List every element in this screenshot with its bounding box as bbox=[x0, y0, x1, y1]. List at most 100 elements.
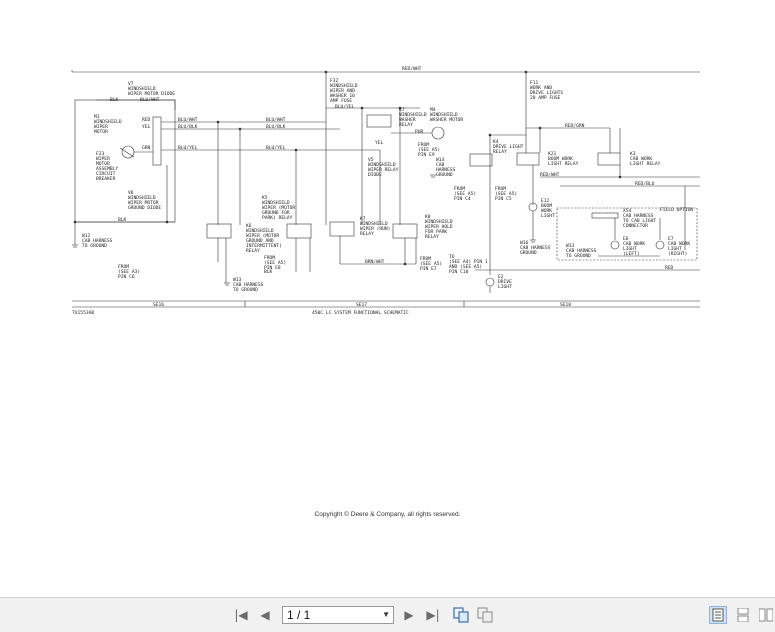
svg-text:WIPER (MOTOR: WIPER (MOTOR bbox=[246, 233, 279, 239]
svg-text:GROUND DIODE: GROUND DIODE bbox=[128, 205, 161, 211]
svg-text:FIELD OPTION: FIELD OPTION bbox=[660, 207, 693, 213]
document-page: RED/WHT BLK BLU/WHT BLU/WHT BLU/WHT BLU/… bbox=[71, 66, 700, 518]
component-k7-run: K7 WINDSHIELD WIPER (RUN) RELAY bbox=[360, 216, 390, 237]
svg-text:RELAY: RELAY bbox=[493, 149, 507, 155]
wire-label: YEL bbox=[375, 140, 384, 146]
svg-text:PIN E7: PIN E7 bbox=[420, 266, 437, 272]
section-label: SE18 bbox=[560, 302, 571, 308]
svg-text:V5: V5 bbox=[368, 157, 374, 163]
svg-text:WINDSHIELD: WINDSHIELD bbox=[246, 228, 274, 234]
svg-text:DRIVE LIGHTS: DRIVE LIGHTS bbox=[530, 90, 563, 96]
svg-text:20 AMP FUSE: 20 AMP FUSE bbox=[530, 95, 561, 101]
svg-text:WINDSHIELD: WINDSHIELD bbox=[399, 112, 427, 118]
svg-text:WINDSHIELD: WINDSHIELD bbox=[430, 112, 458, 118]
svg-text:CAB WORK: CAB WORK bbox=[630, 156, 652, 162]
component-k5: K5 WINDSHIELD WIPER (MOTOR GROUND FOR PA… bbox=[262, 195, 295, 221]
svg-text:F11: F11 bbox=[530, 80, 539, 86]
svg-text:WINDSHIELD: WINDSHIELD bbox=[330, 83, 358, 89]
fit-width-icon[interactable] bbox=[476, 606, 494, 624]
fit-page-icon[interactable] bbox=[452, 606, 470, 624]
wire-label: BLK bbox=[110, 97, 119, 103]
svg-text:E7: E7 bbox=[668, 236, 674, 242]
figure-id: TX1553AB bbox=[72, 310, 94, 316]
svg-text:RELAY: RELAY bbox=[360, 231, 374, 237]
svg-text:F23: F23 bbox=[96, 151, 105, 157]
svg-text:K8: K8 bbox=[425, 214, 431, 220]
svg-text:WINDSHIELD: WINDSHIELD bbox=[128, 195, 156, 201]
chevron-down-icon: ▼ bbox=[382, 610, 390, 619]
svg-text:WIPER MOTOR DIODE: WIPER MOTOR DIODE bbox=[128, 91, 175, 97]
svg-text:M4: M4 bbox=[430, 107, 436, 113]
component-m1: M1 WINDSHIELD WIPER MOTOR bbox=[94, 114, 122, 135]
component-e2: E2 DRIVE LIGHT bbox=[498, 274, 512, 290]
svg-text:FOR PARK: FOR PARK bbox=[425, 229, 447, 235]
component-f32: F32 WINDSHIELD WIPER AND WASHER 10 AMP F… bbox=[330, 78, 358, 104]
facing-view-icon[interactable] bbox=[757, 606, 775, 624]
svg-text:CAB HARNESS: CAB HARNESS bbox=[233, 282, 264, 288]
svg-text:WINDSHIELD: WINDSHIELD bbox=[94, 119, 122, 125]
svg-text:INTERMITTENT): INTERMITTENT) bbox=[246, 243, 282, 249]
svg-text:GROUND: GROUND bbox=[436, 172, 453, 178]
svg-text:WINDSHIELD: WINDSHIELD bbox=[262, 200, 290, 206]
first-page-icon[interactable]: |◀ bbox=[234, 608, 248, 622]
wire-label: BRN/WHT bbox=[365, 259, 385, 265]
svg-text:W16: W16 bbox=[520, 240, 529, 246]
svg-text:TO GROUND: TO GROUND bbox=[566, 253, 591, 259]
previous-page-icon[interactable]: ◀ bbox=[260, 608, 270, 622]
svg-text:(RIGHT): (RIGHT) bbox=[668, 251, 687, 257]
component-k3: K3 CAB WORK LIGHT RELAY bbox=[630, 151, 661, 167]
component-k6: K6 WINDSHIELD WIPER (MOTOR GROUND AND IN… bbox=[246, 223, 282, 254]
svg-text:PIN C6: PIN C6 bbox=[118, 274, 135, 280]
svg-text:TO: TO bbox=[449, 254, 455, 260]
svg-text:PIN E8: PIN E8 bbox=[264, 265, 281, 271]
svg-text:CAB WORK: CAB WORK bbox=[668, 241, 690, 247]
component-k7-washer: K7 WINDSHIELD WASHER RELAY bbox=[399, 107, 427, 128]
component-field-option: FIELD OPTION bbox=[660, 207, 693, 213]
svg-text:CAB: CAB bbox=[436, 162, 445, 168]
wire-label: BLU/WHT bbox=[178, 117, 198, 123]
component-f23: F23 WIPER MOTOR ASSEMBLY CIRCUIT BREAKER bbox=[96, 151, 118, 182]
svg-text:WIPER MOTOR: WIPER MOTOR bbox=[128, 200, 159, 206]
wire-label: BLU/BLK bbox=[178, 124, 198, 130]
svg-text:CIRCUIT: CIRCUIT bbox=[96, 171, 116, 177]
component-e12: E12 BOOM WORK LIGHT bbox=[541, 198, 555, 219]
svg-text:LIGHT: LIGHT bbox=[498, 284, 512, 290]
wire-label: BLU/YEL bbox=[178, 145, 198, 151]
svg-text:K7: K7 bbox=[360, 216, 366, 222]
next-page-icon[interactable]: ▶ bbox=[404, 608, 414, 622]
svg-text:WIPER AND: WIPER AND bbox=[330, 88, 355, 94]
svg-text:V7: V7 bbox=[128, 81, 134, 87]
component-w16: W16 CAB HARNESS GROUND bbox=[520, 240, 551, 256]
wire-label: BLU/WHT bbox=[140, 97, 160, 103]
svg-text:RELAY: RELAY bbox=[246, 248, 260, 254]
svg-text:WORK AND: WORK AND bbox=[530, 85, 552, 91]
continuous-view-icon[interactable] bbox=[734, 606, 752, 624]
wire-label: BLK bbox=[118, 217, 127, 223]
page-number-value: 1 / 1 bbox=[287, 608, 311, 622]
component-w12: W12 CAB HARNESS TO GROUND bbox=[82, 233, 113, 249]
svg-text:V6: V6 bbox=[128, 190, 134, 196]
component-from-a5-c4: FROM (SEE A5) PIN C4 bbox=[454, 186, 476, 202]
svg-text:M1: M1 bbox=[94, 114, 100, 120]
svg-text:(LEFT): (LEFT) bbox=[623, 251, 640, 257]
svg-text:GROUND FOR: GROUND FOR bbox=[262, 210, 290, 216]
single-page-view-icon[interactable] bbox=[709, 606, 727, 624]
page-number-select[interactable]: 1 / 1 ▼ bbox=[282, 606, 394, 624]
svg-text:LIGHT RELAY: LIGHT RELAY bbox=[548, 161, 579, 167]
svg-text:E12: E12 bbox=[541, 198, 550, 204]
svg-text:LIGHT: LIGHT bbox=[623, 246, 637, 252]
svg-text:K3: K3 bbox=[630, 151, 636, 157]
svg-text:PIN C10: PIN C10 bbox=[449, 269, 469, 275]
component-v7: V7 WINDSHIELD WIPER MOTOR DIODE bbox=[128, 81, 175, 97]
svg-text:CAB HARNESS: CAB HARNESS bbox=[82, 238, 113, 244]
wire-label: BLU/YEL bbox=[335, 104, 355, 110]
component-x54: X54 CAB HARNESS TO CAB LIGHT CONNECTOR bbox=[623, 208, 656, 229]
svg-text:RELAY: RELAY bbox=[399, 122, 413, 128]
svg-text:W12: W12 bbox=[82, 233, 91, 239]
wire-label: RED/WHT bbox=[540, 172, 560, 178]
svg-text:LIGHT: LIGHT bbox=[541, 213, 555, 219]
svg-text:W14: W14 bbox=[436, 157, 445, 163]
svg-text:W13: W13 bbox=[233, 277, 242, 283]
last-page-icon[interactable]: ▶| bbox=[426, 608, 440, 622]
svg-text:K4: K4 bbox=[493, 139, 499, 145]
